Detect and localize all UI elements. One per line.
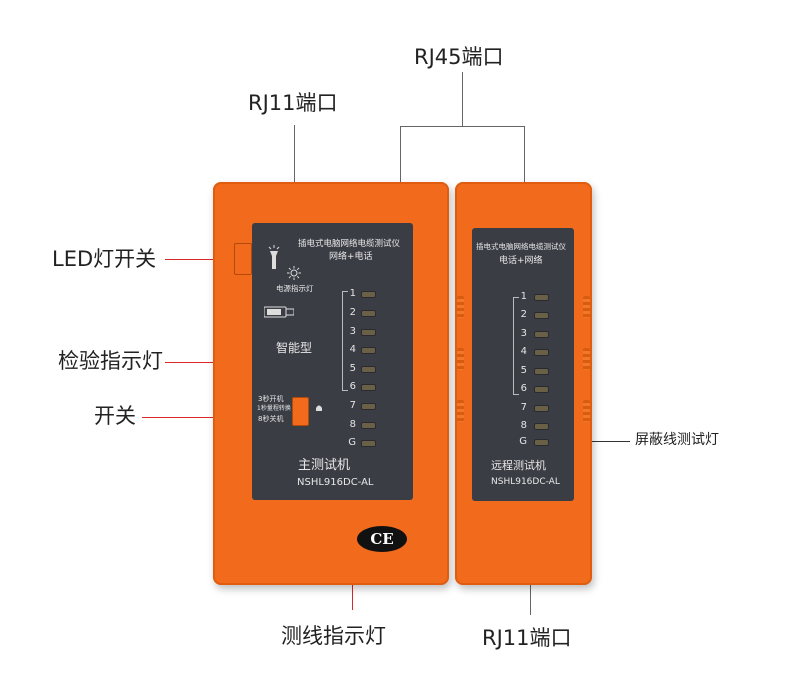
switch-label-off: 8秒关机 (258, 415, 284, 423)
callout-check-indicator: 检验指示灯 (58, 349, 163, 373)
main-pin-led (362, 367, 375, 372)
remote-panel-title: 插电式电脑网络电缆测试仪 (476, 242, 566, 251)
main-pin-label: 8 (349, 419, 356, 430)
main-pin-led (362, 348, 375, 353)
led-switch-leader (165, 259, 247, 260)
main-pin-label: 5 (349, 363, 356, 374)
callout-line-indicator: 测线指示灯 (281, 624, 386, 648)
remote-grip-right (583, 400, 590, 422)
remote-pin-led (535, 369, 548, 374)
main-pin-label: 6 (349, 381, 356, 392)
main-unit-model: NSHL916DC-AL (297, 477, 374, 488)
main-unit-name: 主测试机 (298, 458, 351, 473)
remote-pin-label: 4 (520, 346, 527, 357)
main-pin-led (362, 385, 375, 390)
callout-rj45-port: RJ45端口 (414, 45, 504, 69)
remote-grip-right (583, 296, 590, 318)
main-pin-label: 2 (349, 307, 356, 318)
remote-pin-led (535, 406, 548, 411)
remote-pin-label: 2 (520, 309, 527, 320)
power-indicator-label: 电源指示灯 (276, 284, 314, 293)
callout-power-switch: 开关 (94, 404, 136, 428)
callout-rj11-top: RJ11端口 (248, 91, 338, 115)
callout-rj11-bottom: RJ11端口 (482, 626, 572, 650)
flashlight-icon (268, 245, 280, 269)
remote-pin-led (535, 387, 548, 392)
remote-pin-label: G (519, 436, 527, 447)
main-tester-panel (252, 223, 413, 500)
remote-unit-model: NSHL916DC-AL (491, 477, 560, 487)
remote-pin-label: 5 (520, 365, 527, 376)
remote-pin-label: 8 (520, 420, 527, 431)
main-pin-led (362, 311, 375, 316)
remote-pin-led (535, 295, 548, 300)
main-pin-label: 4 (349, 344, 356, 355)
rj45-leader-left-drop (400, 126, 401, 182)
main-pin-label: 3 (349, 326, 356, 337)
main-pin-bracket (342, 291, 348, 391)
remote-pin-label: 7 (520, 402, 527, 413)
led-toggle-switch[interactable] (234, 243, 252, 275)
switch-label-on: 3秒开机 (258, 395, 284, 403)
main-panel-subtitle: 网络+电话 (329, 252, 373, 262)
remote-grip-left (457, 296, 464, 318)
remote-grip-left (457, 348, 464, 370)
callout-led-switch: LED灯开关 (52, 247, 157, 271)
remote-pin-led (535, 440, 548, 445)
main-pin-led (362, 330, 375, 335)
remote-pin-label: 3 (520, 328, 527, 339)
remote-pin-led (535, 350, 548, 355)
remote-pin-led (535, 424, 548, 429)
power-slide-switch[interactable] (292, 397, 309, 426)
ce-mark-icon: CE (357, 526, 407, 552)
remote-grip-right (583, 348, 590, 370)
rj11-top-leader (294, 125, 295, 182)
remote-pin-led (535, 332, 548, 337)
rj11-bottom-leader (530, 585, 531, 615)
check-indicator-leader (165, 362, 235, 363)
callout-shield-test-light: 屏蔽线测试灯 (635, 432, 719, 448)
main-pin-led (362, 404, 375, 409)
main-pin-led (362, 423, 375, 428)
rj45-plug-icon (264, 306, 294, 318)
rj45-leader-right-drop (524, 126, 525, 182)
remote-pin-bracket (513, 297, 519, 395)
bell-icon (316, 405, 322, 411)
switch-label-range: 1秒量程转换 (257, 405, 291, 412)
remote-tester-panel (472, 228, 574, 501)
main-pin-led (362, 292, 375, 297)
main-pin-led (362, 441, 375, 446)
remote-pin-label: 1 (520, 291, 527, 302)
remote-unit-name: 远程测试机 (491, 459, 546, 472)
main-pin-label: 1 (349, 288, 356, 299)
smart-type-label: 智能型 (276, 341, 313, 355)
main-panel-title: 插电式电脑网络电缆测试仪 (298, 239, 401, 249)
remote-grip-left (457, 400, 464, 422)
main-pin-label: 7 (349, 400, 356, 411)
rj45-leader-vertical (462, 72, 463, 127)
remote-pin-label: 6 (520, 383, 527, 394)
remote-panel-subtitle: 电话+网络 (499, 256, 543, 266)
main-pin-label: G (348, 437, 356, 448)
remote-pin-led (535, 313, 548, 318)
rj45-leader-horizontal (400, 126, 525, 127)
power-indicator-icon (287, 266, 301, 280)
